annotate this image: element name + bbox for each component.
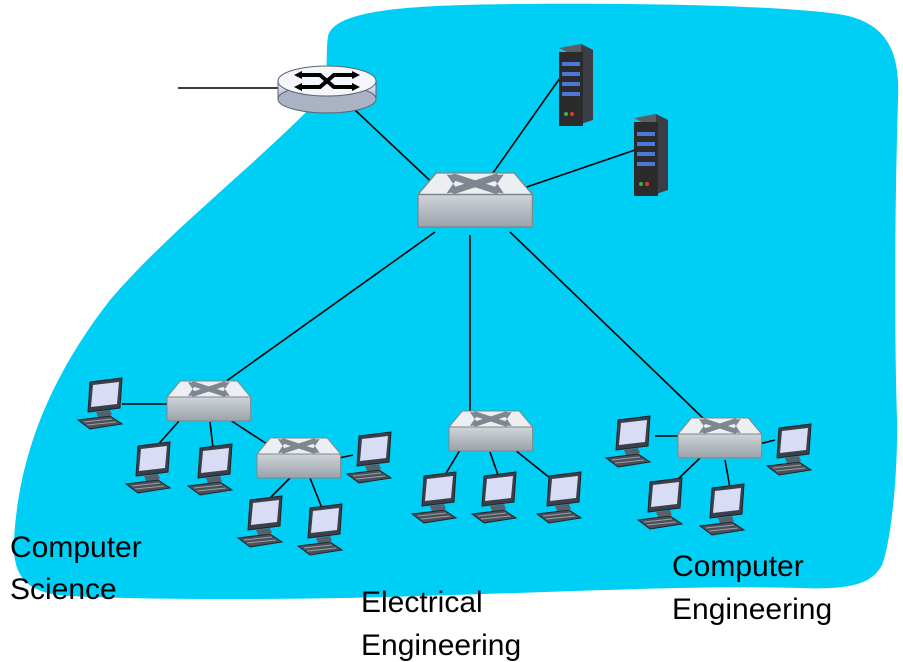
core-switch-icon: [418, 173, 532, 227]
router-icon: [277, 65, 377, 114]
link-core-ce: [509, 231, 706, 421]
cs-switch-2-icon: [257, 438, 341, 478]
label-computer-science: Computer Science: [10, 531, 150, 606]
institution-network-region: [13, 3, 899, 599]
link-core-cs: [224, 231, 436, 383]
link-core-server-2: [517, 149, 636, 191]
label-computer-engineering: Computer Engineering: [672, 550, 832, 626]
link-core-server-1: [487, 77, 561, 181]
cs-switch-1-icon: [167, 381, 251, 421]
server-icon: [634, 114, 668, 196]
link-router-core: [354, 109, 441, 191]
links: [122, 77, 776, 509]
label-electrical-engineering: Electrical Engineering: [361, 586, 521, 662]
ee-switch-icon: [449, 411, 533, 451]
ce-switch-icon: [678, 418, 762, 458]
server-icon: [559, 44, 593, 126]
